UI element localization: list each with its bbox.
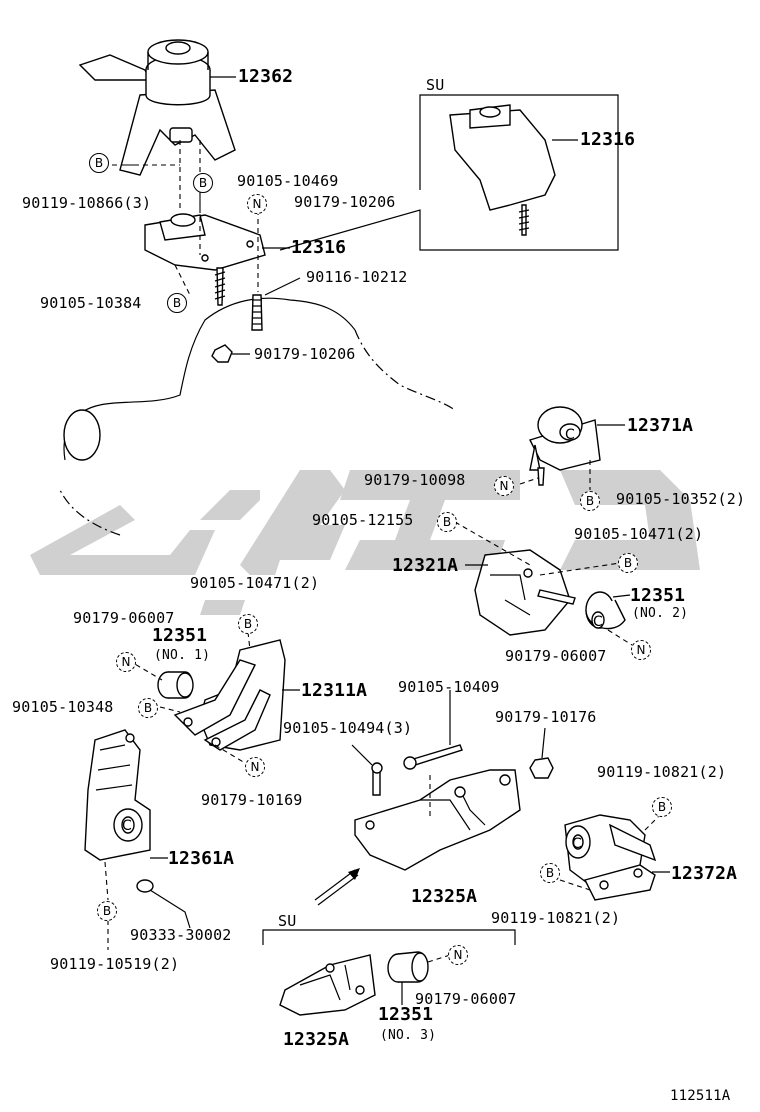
nut-marker: N: [448, 945, 468, 965]
fastener-90119-10821-bottom: 90119-10821(2): [491, 909, 621, 927]
fastener-90105-10409: 90105-10409: [398, 678, 500, 696]
bolt-marker: B: [652, 797, 672, 817]
bolt-marker: B: [238, 614, 258, 634]
mount-12371A: [529, 406, 601, 486]
fastener-90179-06007-su: 90179-06007: [415, 990, 517, 1008]
nut-marker: N: [245, 757, 265, 777]
fastener-90105-10471-left: 90105-10471(2): [190, 574, 320, 592]
part-12311A-label: 12311A: [301, 680, 368, 701]
nut-90179-10206: [211, 344, 233, 363]
bolt-marker: B: [97, 901, 117, 921]
bolt-marker: B: [89, 153, 109, 173]
su-section-label-bottom: SU: [278, 912, 297, 930]
engine-outline: [63, 297, 356, 461]
nut-marker: N: [494, 476, 514, 496]
bolt-marker: B: [580, 491, 600, 511]
bolt-marker: B: [167, 293, 187, 313]
part-12351-no2-label: 12351: [630, 585, 686, 606]
part-12325A-label: 12325A: [411, 886, 478, 907]
clip-90333: [136, 879, 154, 893]
part-12316-label: 12316: [291, 237, 347, 258]
fastener-90179-10206-a: 90179-10206: [294, 193, 396, 211]
nut-90179-10176: [529, 757, 554, 779]
su-bottom-bracket-line: [262, 929, 516, 945]
mount-12316: [144, 213, 266, 306]
fastener-90179-10206-b: 90179-10206: [254, 345, 356, 363]
clip-marker: C: [565, 427, 575, 443]
fastener-90105-12155: 90105-12155: [312, 511, 414, 529]
part-12362-label: 12362: [238, 66, 294, 87]
fastener-90119-10866: 90119-10866(3): [22, 194, 152, 212]
arrow: [314, 869, 356, 901]
bolt-marker: B: [540, 863, 560, 883]
fastener-90119-10821-top: 90119-10821(2): [597, 763, 727, 781]
bracket-12311A: [173, 639, 286, 751]
fastener-90179-06007-left: 90179-06007: [73, 609, 175, 627]
part-12351-no1-sub: (NO. 1): [154, 648, 211, 663]
engine-outline-dash: [354, 329, 456, 411]
bushing-12351-no2: [585, 591, 626, 630]
clip-marker: C: [122, 818, 132, 834]
fastener-90105-10494: 90105-10494(3): [283, 719, 413, 737]
bolt-marker: B: [618, 553, 638, 573]
bolt-90105-10494: [372, 769, 381, 796]
part-12351-no3-sub: (NO. 3): [380, 1028, 437, 1043]
part-12371A-label: 12371A: [627, 415, 694, 436]
fastener-90179-10098: 90179-10098: [364, 471, 466, 489]
part-12316-su-label: 12316: [580, 129, 636, 150]
mount-12372A: [564, 814, 657, 901]
fastener-90105-10348: 90105-10348: [12, 698, 114, 716]
fastener-90105-10471-right: 90105-10471(2): [574, 525, 704, 543]
bracket-12325A: [354, 769, 521, 871]
part-12351-no1-label: 12351: [152, 625, 208, 646]
bushing-12351-no1: [157, 671, 194, 699]
bolt-90105-10409: [409, 744, 463, 767]
nut-marker: N: [631, 640, 651, 660]
bolt-marker: B: [193, 173, 213, 193]
part-12351-no2-sub: (NO. 2): [632, 606, 689, 621]
bushing-12351-no3: [387, 951, 429, 983]
fastener-90179-10169: 90179-10169: [201, 791, 303, 809]
mount-12316-su: [449, 104, 556, 236]
mount-12362: [78, 39, 236, 176]
nut-marker: N: [247, 194, 267, 214]
part-12325A-su-label: 12325A: [283, 1029, 350, 1050]
su-section-label-top: SU: [426, 76, 445, 94]
engine-outline-lower: [59, 489, 121, 536]
bracket-12321A: [474, 549, 576, 636]
fastener-90333-30002: 90333-30002: [130, 926, 232, 944]
part-12372A-label: 12372A: [671, 863, 738, 884]
clip-marker: C: [593, 614, 603, 630]
fastener-90105-10469: 90105-10469: [237, 172, 339, 190]
fastener-90116-10212: 90116-10212: [306, 268, 408, 286]
part-12351-no3-label: 12351: [378, 1004, 434, 1025]
clip-marker: C: [572, 836, 582, 852]
fastener-90179-10176: 90179-10176: [495, 708, 597, 726]
fastener-90105-10352: 90105-10352(2): [616, 490, 746, 508]
fastener-90105-10384: 90105-10384: [40, 294, 142, 312]
fastener-90119-10519: 90119-10519(2): [50, 955, 180, 973]
fastener-90179-06007-right: 90179-06007: [505, 647, 607, 665]
bolt-marker: B: [138, 698, 158, 718]
figure-id: 112511A: [670, 1088, 731, 1104]
part-12361A-label: 12361A: [168, 848, 235, 869]
mount-12361A: [84, 729, 151, 861]
engine-pulley: [63, 409, 101, 461]
bolt-marker: B: [437, 512, 457, 532]
nut-marker: N: [116, 652, 136, 672]
bracket-12325A-su: [279, 954, 376, 1016]
part-12321A-label: 12321A: [392, 555, 459, 576]
